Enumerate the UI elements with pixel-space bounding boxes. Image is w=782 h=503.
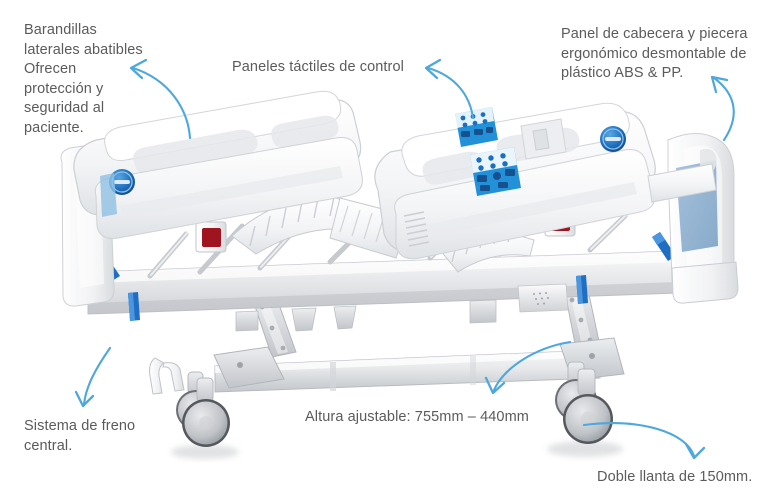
- brake-levers: [128, 275, 588, 321]
- central-brake-pedal: [149, 357, 185, 395]
- left-side-rail: [73, 90, 363, 239]
- callout-double-castor: Doble llanta de 150mm.: [597, 469, 753, 485]
- caster-front-left: [182, 377, 230, 447]
- lifting-column-right: [559, 289, 625, 381]
- rail-vent-ribs: [403, 211, 430, 247]
- right-side-rail: [374, 102, 656, 260]
- right-deck-end: [647, 163, 717, 203]
- power-unit-box: [517, 283, 569, 313]
- callout-side-rails: Barandillas laterales abatibles Ofrecen …: [24, 22, 143, 136]
- rail-release-knob-right[interactable]: [600, 126, 626, 152]
- callout-control-panels: Paneles táctiles de control: [232, 59, 404, 75]
- rail-slot-module: [520, 118, 567, 160]
- touch-control-panel-lower[interactable]: [470, 147, 521, 196]
- ground-shadows: [171, 441, 623, 459]
- callout-central-brake: Sistema de freno central.: [24, 418, 136, 454]
- touch-control-panel-upper[interactable]: [455, 107, 498, 147]
- callout-headboard-footboard: Panel de cabecera y piecera ergonómico d…: [561, 26, 748, 81]
- deck-brackets: [235, 299, 497, 332]
- headboard-panel: [667, 133, 739, 304]
- callout-adjustable-height: Altura ajustable: 755mm – 440mm: [305, 409, 529, 425]
- rail-release-knob-left[interactable]: [109, 169, 135, 195]
